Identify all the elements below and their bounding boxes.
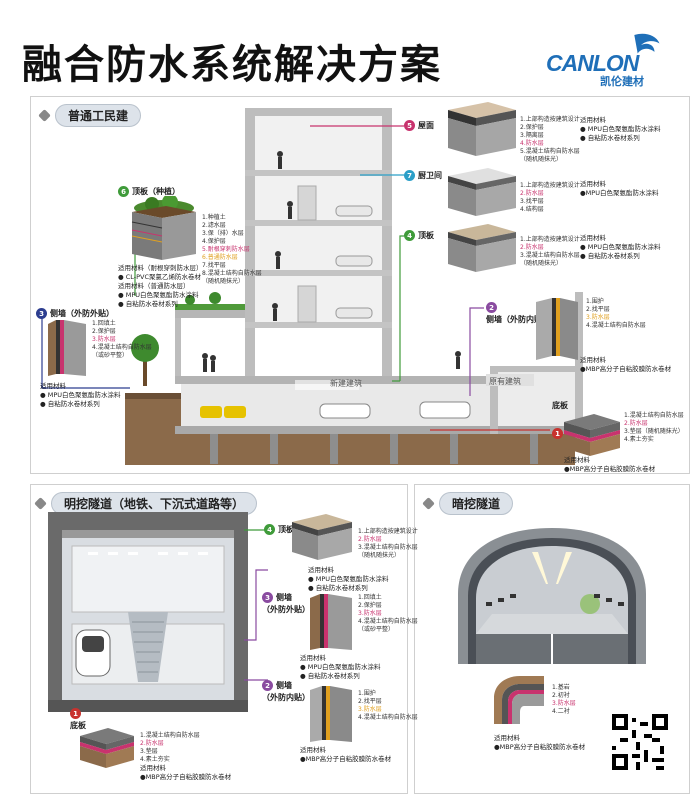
bathroom-layers: 1.上部构造按建筑设计 2.防水层 3.找平层 4.结构层 xyxy=(520,182,580,213)
green-roof-layers: 1.种植土 2.滤水层 3.保（排）水层 4.保护层 5.耐根穿刺防水层 6.普… xyxy=(202,214,262,285)
top-slab-materials: 适用材料 ● MPU白色聚氨酯防水涂料 ● 自粘防水卷材系列 xyxy=(580,234,661,260)
side-inner-layers: 1.围护 2.找平层 3.防水层 4.混凝土结构自防水层 xyxy=(586,298,646,329)
tunnel-side-outer-layers: 1.回填土 2.保护层 3.防水层 4.混凝土结构自防水层 （或砂平整） xyxy=(358,594,418,633)
roof-layers: 1.上部构造按建筑设计 2.保护层 3.隔离层 4.防水层 5.混凝土结构自防水… xyxy=(520,116,580,163)
page-title: 融合防水系统解决方案 xyxy=(22,42,442,88)
side-inner-callout: 2 侧墙（外防内贴） xyxy=(486,302,550,324)
side-inner-layer-block xyxy=(536,298,578,360)
tunnel-side-outer-layer-block xyxy=(310,594,352,650)
side-outer-layers: 1.回填土 2.保护层 3.防水层 4.混凝土结构自防水层 （或砂平整） xyxy=(92,320,152,359)
open-cut-label: 明挖隧道（地铁、下沉式道路等） xyxy=(34,492,258,515)
logo-sub: 凯伦建材 xyxy=(600,75,644,88)
green-roof-callout: 6 顶板（种植） xyxy=(118,186,180,197)
roof-callout: 5 屋面 xyxy=(404,120,434,131)
tunnel-top-layers: 1.上部构造按建筑设计 2.防水层 3.混凝土结构自防水层 （随机随抹光） xyxy=(358,528,418,559)
open-cut-diagram xyxy=(48,512,248,712)
tunnel-top-callout: 4 顶板 xyxy=(264,524,294,535)
green-roof-materials: 适用材料（耐根穿刺防水层） ● CL-PVC聚氯乙烯防水卷材 适用材料（普通防水… xyxy=(118,264,203,308)
diamond-icon xyxy=(34,497,47,510)
top-slab-layer-block xyxy=(448,224,516,272)
bottom-layers: 1.混凝土结构自防水层 2.防水层 3.垫层（随机随抹光） 4.素土夯实 xyxy=(624,412,684,443)
top-slab-layers: 1.上部构造按建筑设计 2.防水层 3.混凝土结构自防水层 （随机随抹光） xyxy=(520,236,580,267)
green-roof-layer-block xyxy=(131,196,196,260)
tunnel-bottom-materials: 适用材料 ●MBP高分子自粘胶膜防水卷材 xyxy=(140,764,232,781)
tunnel-side-inner-materials: 适用材料 ●MBP高分子自粘胶膜防水卷材 xyxy=(300,746,392,763)
building-diagram xyxy=(41,108,583,465)
side-outer-layer-block xyxy=(48,320,86,376)
open-cut-section xyxy=(30,484,408,794)
bottom-num: 1 xyxy=(552,428,563,439)
bottom-layer-block xyxy=(564,414,620,456)
bottom-callout: 底板 xyxy=(552,401,568,410)
roof-materials: 适用材料 ● MPU白色聚氨酯防水涂料 ● 自粘防水卷材系列 xyxy=(580,116,661,142)
tunnel-bottom-callout: 1 底板 xyxy=(70,708,86,730)
tunnel-side-inner-layers: 1.围护 2.找平层 3.防水层 4.混凝土结构自防水层 xyxy=(358,690,418,721)
building-section xyxy=(30,96,690,474)
qr-code[interactable] xyxy=(612,714,668,770)
side-outer-materials: 适用材料 ● MPU白色聚氨酯防水涂料 ● 自粘防水卷材系列 xyxy=(40,382,121,408)
bored-materials: 适用材料 ●MBP高分子自粘胶膜防水卷材 xyxy=(494,734,586,751)
bored-tunnel-diagram xyxy=(458,528,646,664)
tunnel-top-materials: 适用材料 ● MPU白色聚氨酯防水涂料 ● 自粘防水卷材系列 xyxy=(308,566,389,592)
new-building-label: 新建建筑 xyxy=(330,379,362,388)
bored-section xyxy=(414,484,690,794)
bottom-materials: 适用材料 ●MBP高分子自粘胶膜防水卷材 xyxy=(564,456,656,473)
bathroom-materials: 适用材料 ●MPU白色聚氨酯防水涂料 xyxy=(580,180,659,197)
bored-label: 暗挖隧道 xyxy=(422,492,514,515)
bathroom-layer-block xyxy=(448,168,516,216)
bathroom-callout: 7 厨卫间 xyxy=(404,170,442,181)
tunnel-top-layer-block xyxy=(292,514,352,560)
tunnel-bottom-layer-block xyxy=(80,728,134,768)
bored-layer-block xyxy=(494,676,544,724)
logo-mark xyxy=(634,33,660,54)
roof-layer-block xyxy=(448,102,516,156)
old-building-label: 原有建筑 xyxy=(489,377,521,386)
building-label: 普通工民建 xyxy=(38,104,142,127)
logo-name: CANLON xyxy=(546,50,639,76)
top-slab-callout: 4 顶板 xyxy=(404,230,434,241)
side-inner-materials: 适用材料 ●MBP高分子自粘胶膜防水卷材 xyxy=(580,356,672,373)
side-outer-callout: 3 侧墙（外防外贴） xyxy=(36,308,114,319)
bored-layers: 1.基岩 2.初衬 3.防水层 4.二衬 xyxy=(552,684,576,715)
tunnel-side-inner-layer-block xyxy=(310,686,352,742)
diamond-icon xyxy=(422,497,435,510)
tunnel-bottom-layers: 1.混凝土结构自防水层 2.防水层 3.垫层 4.素土夯实 xyxy=(140,732,200,763)
tunnel-side-outer-materials: 适用材料 ● MPU白色聚氨酯防水涂料 ● 自粘防水卷材系列 xyxy=(300,654,381,680)
